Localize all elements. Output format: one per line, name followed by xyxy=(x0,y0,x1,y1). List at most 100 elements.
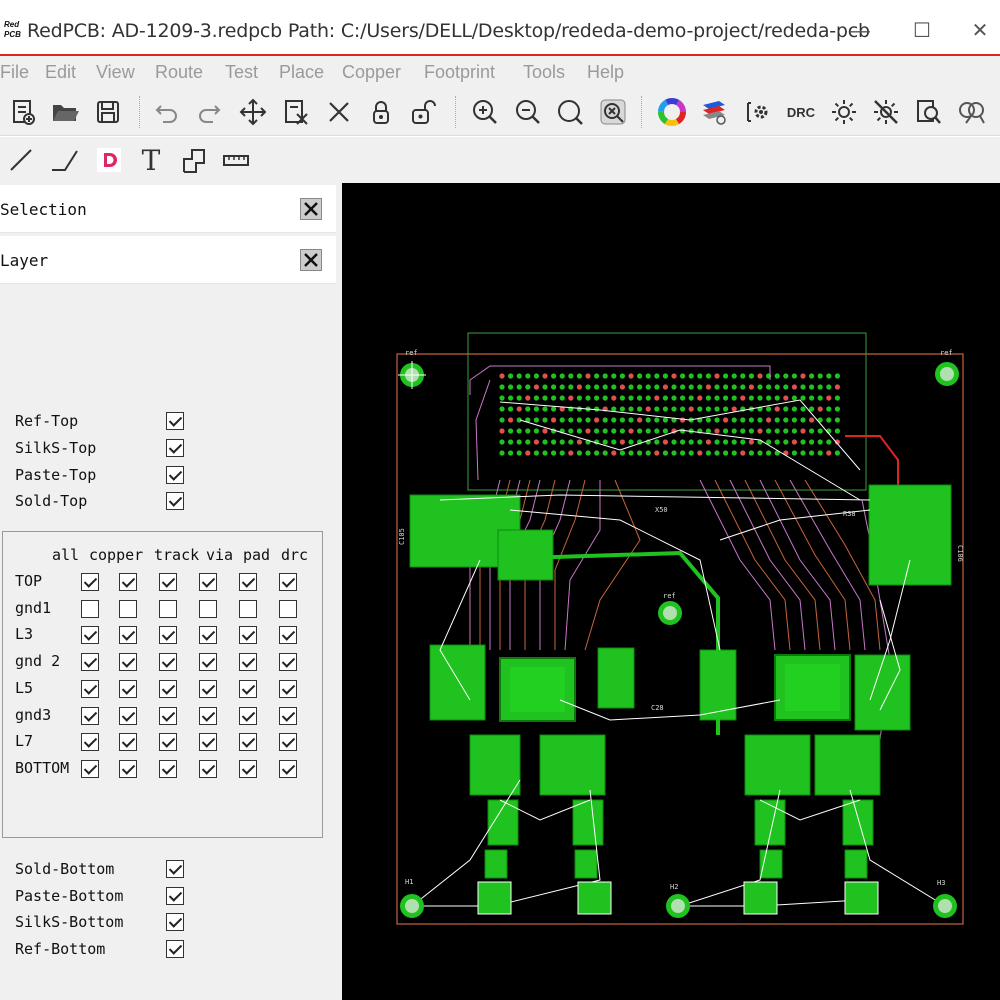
menu-help[interactable]: Help xyxy=(587,62,625,82)
layer-checkbox-pad[interactable] xyxy=(239,679,257,698)
sold-bottom-checkbox[interactable] xyxy=(166,860,184,878)
new-file-icon[interactable] xyxy=(6,95,40,129)
layer-checkbox-all[interactable] xyxy=(81,679,99,698)
layer-checkbox-copper[interactable] xyxy=(119,733,137,752)
menu-test[interactable]: Test xyxy=(225,62,259,82)
track-tool-icon[interactable] xyxy=(47,143,81,177)
layer-checkbox-drc[interactable] xyxy=(279,733,297,752)
layer-checkbox-all[interactable] xyxy=(81,759,99,778)
layer-checkbox-via[interactable] xyxy=(199,733,217,752)
menu-file[interactable]: File xyxy=(0,62,30,82)
layer-checkbox-via[interactable] xyxy=(199,759,217,778)
brightness-icon[interactable] xyxy=(827,95,861,129)
layer-checkbox-track[interactable] xyxy=(159,653,177,672)
sold-top-checkbox[interactable] xyxy=(166,492,184,510)
paste-bottom-checkbox[interactable] xyxy=(166,887,184,905)
menu-edit[interactable]: Edit xyxy=(45,62,77,82)
layer-checkbox-all[interactable] xyxy=(81,653,99,672)
menu-view[interactable]: View xyxy=(96,62,135,82)
layer-checkbox-pad[interactable] xyxy=(239,733,257,752)
layer-checkbox-copper[interactable] xyxy=(119,653,137,672)
layer-checkbox-track[interactable] xyxy=(159,733,177,752)
polygon-tool-icon[interactable] xyxy=(177,143,211,177)
close-layer-icon[interactable] xyxy=(300,249,322,271)
text-tool-icon[interactable]: T xyxy=(141,143,161,177)
paste-top-checkbox[interactable] xyxy=(166,466,184,484)
layer-checkbox-via[interactable] xyxy=(199,599,217,618)
pcb-canvas[interactable]: ref ref ref H1 H2 H3 X50 R38 C28 C105 C1… xyxy=(342,183,1000,1000)
pcb-board-drawing[interactable]: ref ref ref H1 H2 H3 X50 R38 C28 C105 C1… xyxy=(342,183,1000,1000)
layer-checkbox-track[interactable] xyxy=(159,706,177,725)
layer-checkbox-via[interactable] xyxy=(199,626,217,645)
compare-search-icon[interactable] xyxy=(955,95,989,129)
layer-checkbox-all[interactable] xyxy=(81,733,99,752)
color-wheel-icon[interactable] xyxy=(655,95,689,129)
ref-top-checkbox[interactable] xyxy=(166,412,184,430)
minimize-button[interactable]: — xyxy=(850,20,870,42)
layer-checkbox-all[interactable] xyxy=(81,573,99,591)
zoom-fit-icon[interactable] xyxy=(553,95,587,129)
layer-checkbox-all[interactable] xyxy=(81,706,99,725)
measure-ruler-icon[interactable] xyxy=(219,143,253,177)
dimension-tool-icon[interactable] xyxy=(92,143,126,177)
close-window-button[interactable]: ✕ xyxy=(971,20,989,42)
menu-tools[interactable]: Tools xyxy=(523,62,566,82)
layer-checkbox-copper[interactable] xyxy=(119,626,137,645)
layer-checkbox-copper[interactable] xyxy=(119,679,137,698)
layer-dock-header[interactable]: Layer xyxy=(0,236,336,284)
layer-checkbox-drc[interactable] xyxy=(279,599,297,618)
zoom-area-icon[interactable] xyxy=(596,95,630,129)
layer-checkbox-drc[interactable] xyxy=(279,626,297,645)
settings-gear-icon[interactable] xyxy=(742,95,776,129)
menu-place[interactable]: Place xyxy=(279,62,325,82)
lock-icon[interactable] xyxy=(364,95,398,129)
layer-checkbox-copper[interactable] xyxy=(119,599,137,618)
layer-checkbox-pad[interactable] xyxy=(239,706,257,725)
layer-checkbox-via[interactable] xyxy=(199,706,217,725)
layer-checkbox-track[interactable] xyxy=(159,759,177,778)
layer-checkbox-copper[interactable] xyxy=(119,573,137,591)
redo-icon[interactable] xyxy=(192,95,226,129)
menu-route[interactable]: Route xyxy=(155,62,204,82)
layer-checkbox-drc[interactable] xyxy=(279,759,297,778)
layer-checkbox-track[interactable] xyxy=(159,626,177,645)
layer-checkbox-drc[interactable] xyxy=(279,573,297,591)
layer-checkbox-track[interactable] xyxy=(159,573,177,591)
inspect-search-icon[interactable] xyxy=(912,95,946,129)
layer-checkbox-drc[interactable] xyxy=(279,679,297,698)
delete-icon[interactable] xyxy=(322,95,356,129)
layer-checkbox-copper[interactable] xyxy=(119,706,137,725)
layer-checkbox-track[interactable] xyxy=(159,599,177,618)
layer-checkbox-copper[interactable] xyxy=(119,759,137,778)
layer-checkbox-all[interactable] xyxy=(81,626,99,645)
menu-copper[interactable]: Copper xyxy=(342,62,402,82)
unlock-icon[interactable] xyxy=(407,95,441,129)
menu-footprint[interactable]: Footprint xyxy=(424,62,496,82)
ref-bottom-checkbox[interactable] xyxy=(166,940,184,958)
undo-icon[interactable] xyxy=(150,95,184,129)
layer-checkbox-pad[interactable] xyxy=(239,759,257,778)
brightness-off-icon[interactable] xyxy=(869,95,903,129)
silks-top-checkbox[interactable] xyxy=(166,439,184,457)
layer-checkbox-drc[interactable] xyxy=(279,653,297,672)
layer-checkbox-pad[interactable] xyxy=(239,626,257,645)
layer-checkbox-via[interactable] xyxy=(199,573,217,591)
zoom-in-icon[interactable] xyxy=(468,95,502,129)
close-selection-icon[interactable] xyxy=(300,198,322,220)
selection-dock-header[interactable]: Selection xyxy=(0,185,336,233)
layer-stack-icon[interactable] xyxy=(697,95,731,129)
layer-checkbox-all[interactable] xyxy=(81,599,99,618)
maximize-button[interactable]: ☐ xyxy=(913,20,931,42)
layer-checkbox-via[interactable] xyxy=(199,679,217,698)
layer-checkbox-pad[interactable] xyxy=(239,573,257,591)
drc-button[interactable]: DRC xyxy=(786,104,816,120)
open-folder-icon[interactable] xyxy=(48,95,82,129)
save-icon[interactable] xyxy=(91,95,125,129)
line-tool-icon[interactable] xyxy=(4,143,38,177)
layer-checkbox-via[interactable] xyxy=(199,653,217,672)
silks-bottom-checkbox[interactable] xyxy=(166,913,184,931)
layer-checkbox-drc[interactable] xyxy=(279,706,297,725)
zoom-out-icon[interactable] xyxy=(511,95,545,129)
layer-checkbox-pad[interactable] xyxy=(239,599,257,618)
layer-checkbox-pad[interactable] xyxy=(239,653,257,672)
